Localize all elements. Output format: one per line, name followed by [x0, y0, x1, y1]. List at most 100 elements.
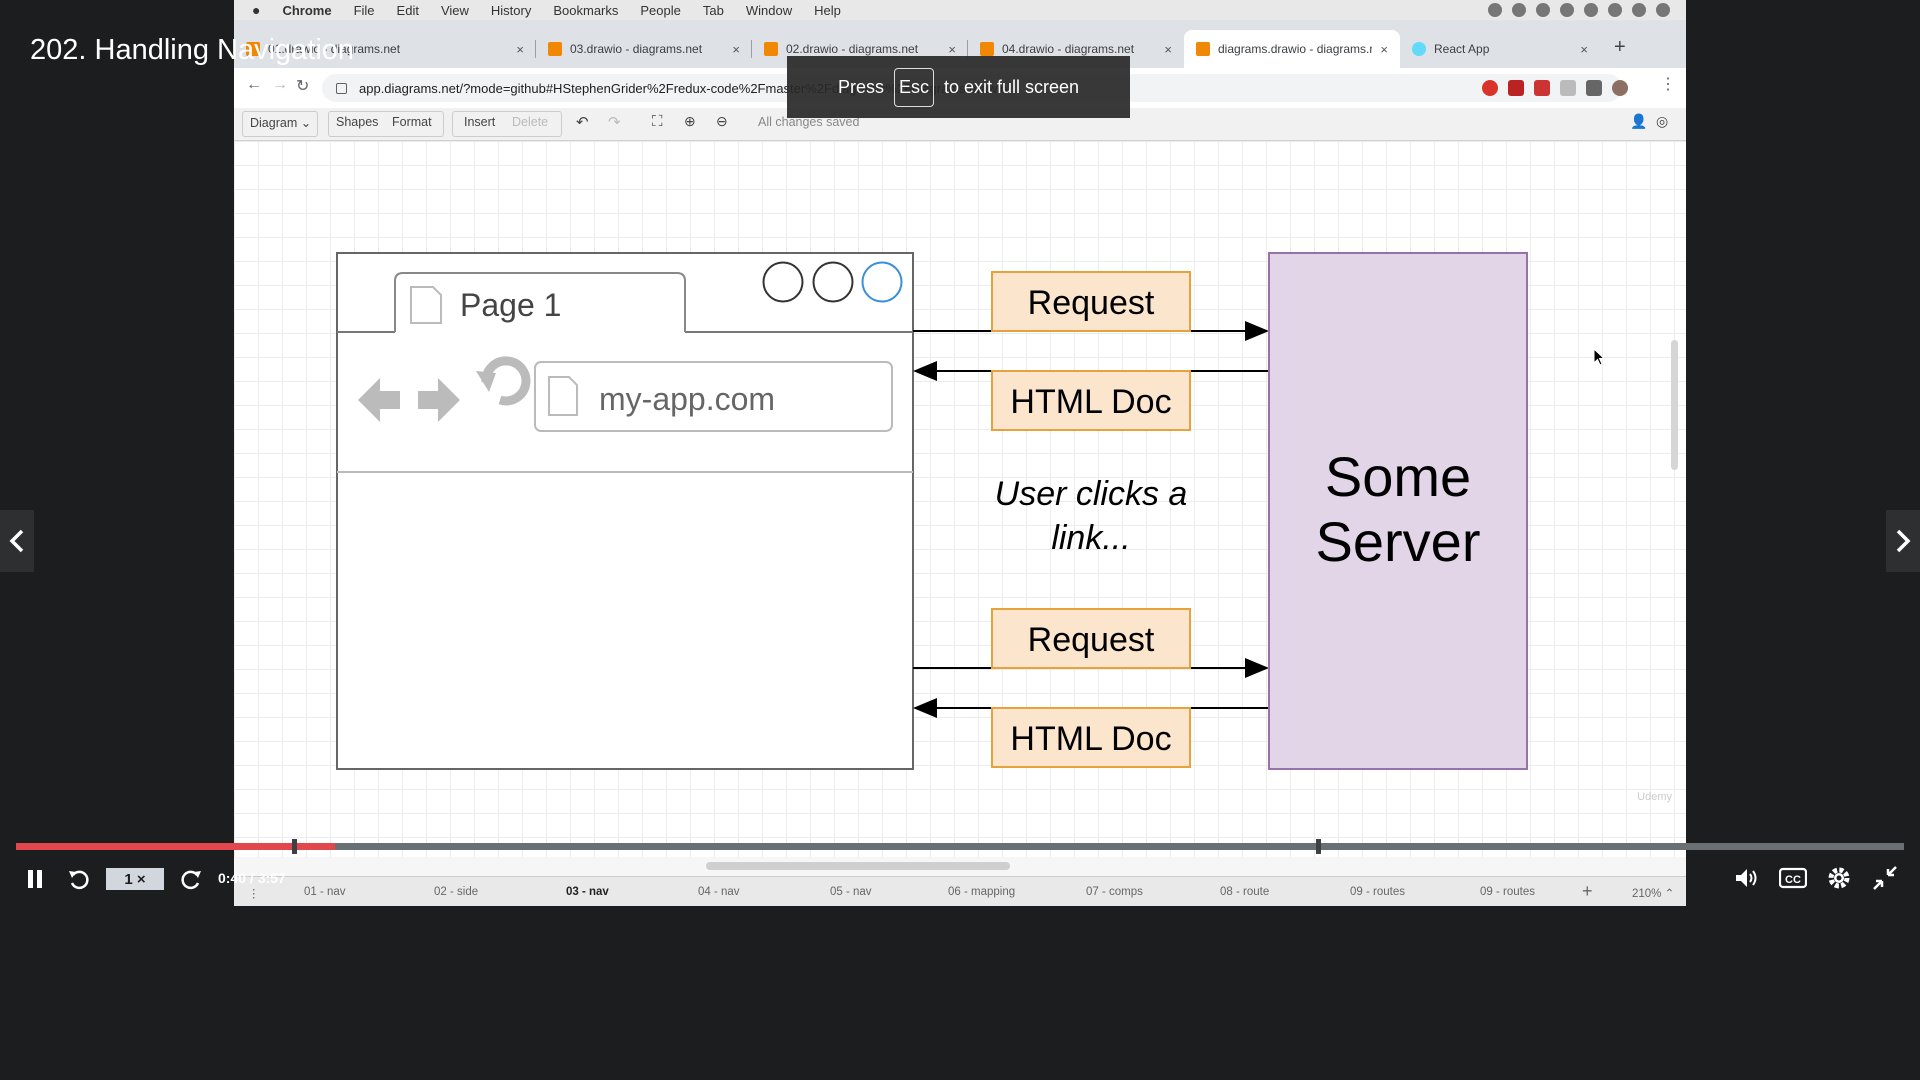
zoom-in-icon[interactable]: ⊕: [684, 113, 696, 129]
user-clicks-text: link...: [1051, 519, 1130, 557]
menu-edit[interactable]: Edit: [396, 2, 419, 18]
browser-tab[interactable]: React App ×: [1400, 30, 1600, 68]
page-tab[interactable]: 09 - routes: [1480, 886, 1535, 898]
menu-app-name[interactable]: Chrome: [282, 2, 332, 18]
menu-list-icon[interactable]: [1656, 3, 1670, 17]
page-tab[interactable]: 01 - nav: [304, 886, 346, 898]
diagram-canvas[interactable]: Page 1 my-app.com Request HTML Doc User …: [234, 141, 1686, 857]
close-tab-icon[interactable]: ×: [732, 41, 740, 57]
playback-speed-button[interactable]: 1 ×: [106, 868, 164, 890]
close-tab-icon[interactable]: ×: [516, 41, 524, 57]
previous-lecture-button[interactable]: [0, 510, 34, 572]
page-menu-icon[interactable]: ⋮: [248, 888, 260, 900]
close-tab-icon[interactable]: ×: [1380, 41, 1388, 57]
menu-people[interactable]: People: [640, 2, 681, 18]
insert-button[interactable]: Insert: [464, 115, 496, 129]
delete-button[interactable]: Delete: [512, 115, 549, 129]
browser-tab[interactable]: 03.drawio - diagrams.net ×: [536, 30, 752, 68]
diagram-menu[interactable]: Diagram ⌄: [250, 116, 312, 130]
user-icon[interactable]: 👤: [1630, 113, 1648, 129]
horizontal-scrollbar[interactable]: [706, 862, 1010, 870]
settings-button[interactable]: [1824, 864, 1854, 892]
vertical-scrollbar[interactable]: [1671, 340, 1678, 470]
shapes-button[interactable]: Shapes: [336, 115, 379, 129]
exit-fullscreen-button[interactable]: [1870, 864, 1900, 892]
tab-label: 04.drawio - diagrams.net: [1002, 42, 1135, 56]
extension-icon[interactable]: [1534, 80, 1550, 96]
tab-label: 02.drawio - diagrams.net: [786, 42, 919, 56]
progress-bar[interactable]: [16, 839, 1904, 854]
back-icon[interactable]: ←: [246, 76, 262, 93]
redo-icon[interactable]: ↷: [608, 114, 621, 131]
battery-icon[interactable]: [1584, 3, 1598, 17]
browser-tab[interactable]: 04.drawio - diagrams.net ×: [968, 30, 1184, 68]
close-tab-icon[interactable]: ×: [1580, 41, 1588, 57]
menu-help[interactable]: Help: [814, 2, 841, 18]
search-icon[interactable]: [1608, 3, 1622, 17]
fullscreen-icon[interactable]: ⛶: [652, 113, 663, 130]
page-tab[interactable]: 06 - mapping: [948, 886, 1016, 898]
menu-window[interactable]: Window: [745, 2, 793, 18]
menu-bookmarks[interactable]: Bookmarks: [553, 2, 619, 18]
menu-history[interactable]: History: [490, 2, 532, 18]
video-frame[interactable]: ● Chrome File Edit View History Bookmark…: [234, 0, 1686, 906]
close-tab-icon[interactable]: ×: [1164, 41, 1172, 57]
kebab-menu-icon[interactable]: ⋮: [1660, 76, 1676, 93]
pause-icon: [28, 870, 42, 888]
add-page-button[interactable]: +: [1582, 881, 1593, 901]
siri-icon[interactable]: [1632, 3, 1646, 17]
apple-icon[interactable]: ●: [252, 2, 261, 18]
page-tab[interactable]: 08 - route: [1220, 886, 1270, 898]
menu-file[interactable]: File: [353, 2, 375, 18]
browser-tab-active[interactable]: diagrams.drawio - diagrams.net ×: [1184, 30, 1400, 68]
extension-icon[interactable]: [1508, 80, 1524, 96]
page-tab-active[interactable]: 03 - nav: [566, 886, 609, 898]
page-tab[interactable]: 07 - comps: [1086, 886, 1143, 898]
forward-button[interactable]: [178, 866, 204, 892]
reload-icon[interactable]: ↻: [296, 78, 310, 95]
zoom-out-icon[interactable]: ⊖: [716, 113, 728, 129]
menu-view[interactable]: View: [440, 2, 469, 18]
wifi-icon[interactable]: [1560, 3, 1574, 17]
zoom-level[interactable]: 210% ⌃: [1632, 888, 1675, 900]
mock-window-button: [861, 261, 903, 303]
page-icon: [548, 376, 578, 416]
format-button[interactable]: Format: [392, 115, 432, 129]
close-tab-icon[interactable]: ×: [948, 41, 956, 57]
page-tab[interactable]: 02 - side: [434, 886, 479, 898]
menu-tab[interactable]: Tab: [702, 2, 724, 18]
browser-tab[interactable]: 01.drawio - diagrams.net ×: [234, 30, 536, 68]
globe-icon[interactable]: ◎: [1656, 113, 1669, 129]
page-tab[interactable]: 09 - routes: [1350, 886, 1405, 898]
volume-button[interactable]: [1732, 864, 1762, 892]
avatar[interactable]: [1612, 80, 1628, 96]
tray-icon[interactable]: [1512, 3, 1526, 17]
video-title: 202. Handling Navigation: [30, 34, 355, 66]
tray-icon[interactable]: [1536, 3, 1550, 17]
puzzle-icon[interactable]: [1586, 80, 1602, 96]
tray-icon[interactable]: [1488, 3, 1502, 17]
rewind-button[interactable]: [66, 866, 92, 892]
page-tab[interactable]: 05 - nav: [830, 886, 872, 898]
browser-tab[interactable]: 02.drawio - diagrams.net ×: [752, 30, 968, 68]
forward-icon[interactable]: →: [272, 76, 288, 93]
bookmark-marker[interactable]: [1316, 839, 1321, 854]
chevron-left-icon: [9, 529, 24, 553]
mock-window-button: [812, 261, 854, 303]
extension-icon[interactable]: [1560, 80, 1576, 96]
captions-button[interactable]: CC: [1778, 864, 1808, 892]
next-lecture-button[interactable]: [1886, 510, 1920, 572]
pause-button[interactable]: [22, 866, 48, 892]
svg-text:CC: CC: [1785, 874, 1801, 886]
new-tab-button[interactable]: +: [1614, 36, 1626, 58]
udemy-watermark: Udemy: [1637, 791, 1672, 803]
tab-label: diagrams.drawio - diagrams.net: [1218, 42, 1373, 56]
undo-icon[interactable]: ↶: [576, 114, 589, 131]
html-doc-label: HTML Doc: [1010, 383, 1171, 421]
page-icon: [410, 286, 442, 324]
mock-tab: [394, 272, 686, 332]
bookmark-marker[interactable]: [292, 839, 297, 854]
html-doc-label: HTML Doc: [1010, 720, 1171, 758]
page-tab[interactable]: 04 - nav: [698, 886, 740, 898]
extension-icon[interactable]: [1482, 80, 1498, 96]
